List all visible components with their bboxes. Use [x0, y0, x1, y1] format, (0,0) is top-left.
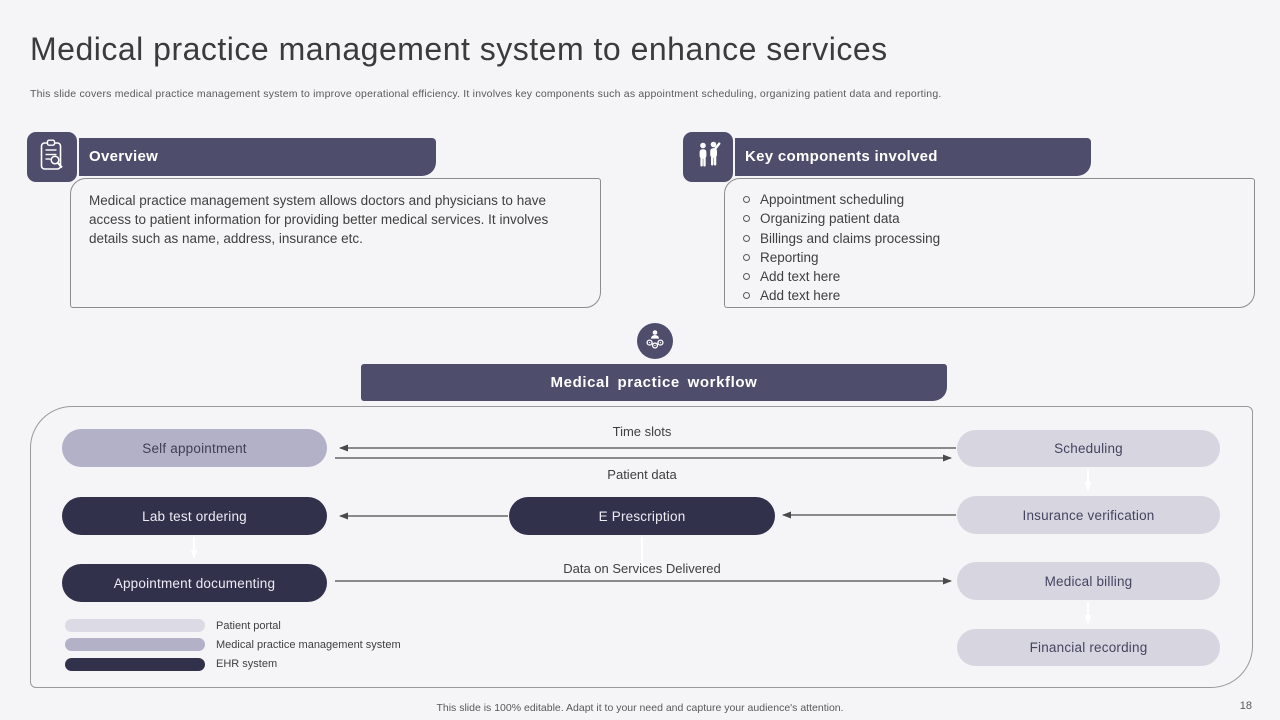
- legend-swatch-mpms: [65, 638, 205, 652]
- workflow-title-banner: Medical practice workflow: [361, 364, 947, 401]
- circle-bullet-icon: [743, 234, 750, 242]
- key-components-list: Appointment scheduling Organizing patien…: [725, 179, 1254, 306]
- list-item-label: Add text here: [760, 269, 841, 285]
- key-components-body-box: Appointment scheduling Organizing patien…: [724, 178, 1255, 308]
- list-item: Appointment scheduling: [743, 190, 1254, 209]
- legend-item: Medical practice management system: [65, 635, 401, 654]
- legend-label: EHR system: [216, 658, 278, 671]
- node-financial-recording: Financial recording: [957, 629, 1220, 666]
- circle-bullet-icon: [743, 292, 750, 300]
- node-label: Appointment documenting: [113, 575, 276, 591]
- node-label: Insurance verification: [1022, 507, 1155, 523]
- legend-swatch-patient-portal: [65, 619, 205, 633]
- footer-note: This slide is 100% editable. Adapt it to…: [436, 702, 844, 714]
- overview-title: Overview: [89, 148, 159, 165]
- page-title: Medical practice management system to en…: [30, 31, 888, 67]
- node-label: E Prescription: [598, 508, 686, 524]
- node-lab-test-ordering: Lab test ordering: [62, 497, 327, 535]
- list-item-label: Reporting: [760, 249, 819, 265]
- page-subtitle: This slide covers medical practice manag…: [30, 88, 942, 100]
- workflow-title: Medical practice workflow: [550, 374, 758, 391]
- list-item: Add text here: [743, 267, 1254, 286]
- node-label: Self appointment: [142, 440, 247, 456]
- key-components-icon-tile: [683, 132, 733, 182]
- node-medical-billing: Medical billing: [957, 562, 1220, 600]
- workflow-icon-badge: [637, 323, 673, 359]
- overview-icon-tile: [27, 132, 77, 182]
- node-label: Medical billing: [1044, 573, 1133, 589]
- legend-swatch-ehr-system: [65, 657, 205, 671]
- list-item: Billings and claims processing: [743, 229, 1254, 248]
- page-number: 18: [1239, 700, 1252, 712]
- edge-label-patient-data: Patient data: [607, 467, 677, 482]
- node-label: Financial recording: [1029, 640, 1148, 655]
- node-self-appointment: Self appointment: [62, 429, 327, 467]
- overview-text: Medical practice management system allow…: [89, 193, 549, 246]
- edge-label-data-on-services: Data on Services Delivered: [563, 561, 721, 576]
- overview-header: Overview: [79, 138, 436, 176]
- legend-item: EHR system: [65, 655, 401, 674]
- person-process-gears-icon: [642, 326, 668, 357]
- clipboard-search-icon: [38, 139, 66, 176]
- edge-label-time-slots: Time slots: [612, 424, 672, 439]
- list-item-label: Add text here: [760, 288, 841, 304]
- node-label: Scheduling: [1054, 441, 1123, 456]
- circle-bullet-icon: [743, 273, 750, 281]
- circle-bullet-icon: [743, 196, 750, 203]
- node-label: Lab test ordering: [142, 508, 247, 524]
- key-components-title: Key components involved: [745, 148, 938, 165]
- circle-bullet-icon: [743, 253, 750, 261]
- list-item-label: Appointment scheduling: [760, 192, 905, 207]
- legend-label: Medical practice management system: [216, 638, 401, 651]
- legend: Patient portal Medical practice manageme…: [65, 616, 401, 674]
- list-item-label: Organizing patient data: [760, 211, 900, 227]
- node-insurance-verification: Insurance verification: [957, 496, 1220, 534]
- node-scheduling: Scheduling: [957, 430, 1220, 467]
- key-components-header: Key components involved: [735, 138, 1091, 176]
- node-e-prescription: E Prescription: [509, 497, 775, 535]
- two-people-icon: [693, 140, 723, 175]
- legend-item: Patient portal: [65, 616, 401, 635]
- node-appointment-documenting: Appointment documenting: [62, 564, 327, 602]
- legend-label: Patient portal: [216, 619, 281, 632]
- circle-bullet-icon: [743, 215, 750, 223]
- overview-body-box: Medical practice management system allow…: [70, 178, 601, 308]
- list-item: Organizing patient data: [743, 209, 1254, 228]
- list-item: Reporting: [743, 248, 1254, 267]
- list-item-label: Billings and claims processing: [760, 230, 941, 246]
- list-item: Add text here: [743, 286, 1254, 305]
- workflow-diagram: Self appointment Scheduling Lab test ord…: [30, 406, 1253, 688]
